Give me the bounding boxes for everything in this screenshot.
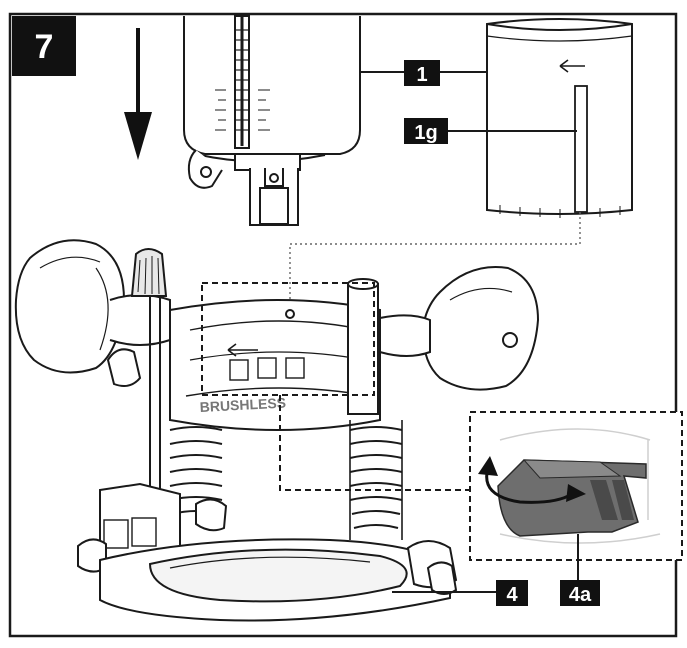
callout-1g: 1g [404,118,577,144]
down-arrow-icon [124,28,152,160]
callout-4a: 4a [560,534,600,606]
alignment-guide-line [289,212,581,312]
plunge-base: BRUSHLESS [14,239,540,622]
figure-border [8,12,678,638]
callout-4a-label: 4a [569,584,592,606]
rotate-arrow-icon [478,456,586,504]
highlight-box-base [201,282,375,396]
callout-1: 1 [360,60,487,86]
motor-sleeve [486,18,633,218]
callout-1g-label: 1g [414,122,437,144]
callout-4: 4 [392,580,528,606]
detail-inset [469,411,683,561]
motor-unit [183,15,361,226]
step-badge: 7 [12,16,76,76]
callout-1-label: 1 [416,64,427,86]
step-number: 7 [35,28,54,66]
highlight-connector [279,395,470,491]
svg-text:BRUSHLESS: BRUSHLESS [199,394,286,414]
callout-4-label: 4 [506,584,518,606]
